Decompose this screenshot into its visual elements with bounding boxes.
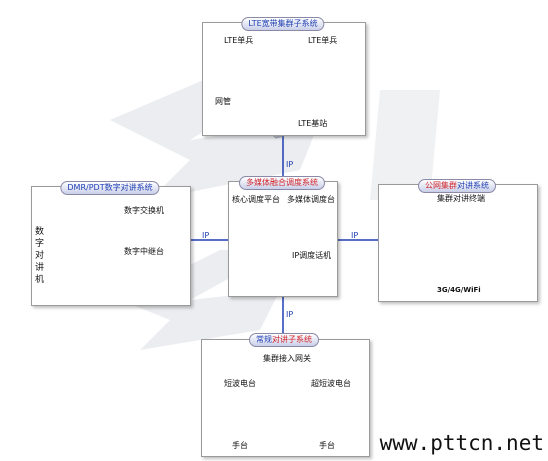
digital-switch-label: 数字交换机 — [124, 206, 164, 215]
core-subsystem-box — [228, 181, 338, 297]
lte-terminal-right-label: LTE单兵 — [308, 36, 338, 45]
dmr-title: DMR/PDT数字对讲系统 — [60, 181, 160, 195]
handset-right-label: 手台 — [319, 441, 335, 450]
lte-subsystem-box — [202, 22, 366, 136]
conventional-subsystem-box — [201, 339, 370, 457]
ip-link-top-label: IP — [286, 160, 294, 169]
lte-terminal-left-label: LTE单兵 — [224, 36, 254, 45]
core-platform-label: 核心调度平台 — [232, 195, 280, 204]
core-title: 多媒体融合调度系统 — [239, 176, 325, 190]
lte-base-station-label: LTE基站 — [298, 119, 328, 128]
public-title-part-1: 公网集群 — [425, 181, 457, 190]
network-mgmt-label: 网管 — [215, 97, 231, 106]
conventional-title: 常规对讲子系统 — [249, 333, 319, 347]
public-subsystem-box — [378, 184, 538, 302]
gateway-label: 集群接入网关 — [263, 354, 311, 363]
lte-title: LTE宽带集群子系统 — [241, 17, 325, 31]
ip-link-left-label: IP — [202, 231, 210, 240]
site-watermark: www.pttcn.net — [379, 431, 544, 455]
dmr-title-part-2: /PDT数字对讲系统 — [86, 183, 153, 192]
ip-phone-label: IP调度话机 — [292, 251, 332, 260]
ultrashortwave-label: 超短波电台 — [311, 379, 351, 388]
public-title-part-2: 对讲系统 — [457, 181, 489, 190]
digital-repeater-label: 数字中继台 — [124, 247, 164, 256]
public-title: 公网集群对讲系统 — [418, 179, 496, 193]
digital-handheld-vertical-label: 数字对讲机 — [35, 227, 45, 285]
handset-left-label: 手台 — [232, 441, 248, 450]
dmr-title-part-1: DMR — [67, 183, 87, 192]
public-terminal-label: 集群对讲终端 — [437, 194, 485, 203]
dmr-subsystem-box — [31, 186, 191, 306]
multimedia-console-label: 多媒体调度台 — [287, 195, 335, 204]
ip-link-right-label: IP — [351, 231, 359, 240]
shortwave-label: 短波电台 — [224, 379, 256, 388]
ip-link-bottom-label: IP — [286, 310, 294, 319]
public-network-label: 3G/4G/WiFi — [437, 286, 481, 294]
conventional-title-part-2: 对讲子系统 — [272, 335, 312, 344]
conventional-title-part-1: 常规 — [256, 335, 272, 344]
zed-logo-watermark — [110, 60, 440, 350]
